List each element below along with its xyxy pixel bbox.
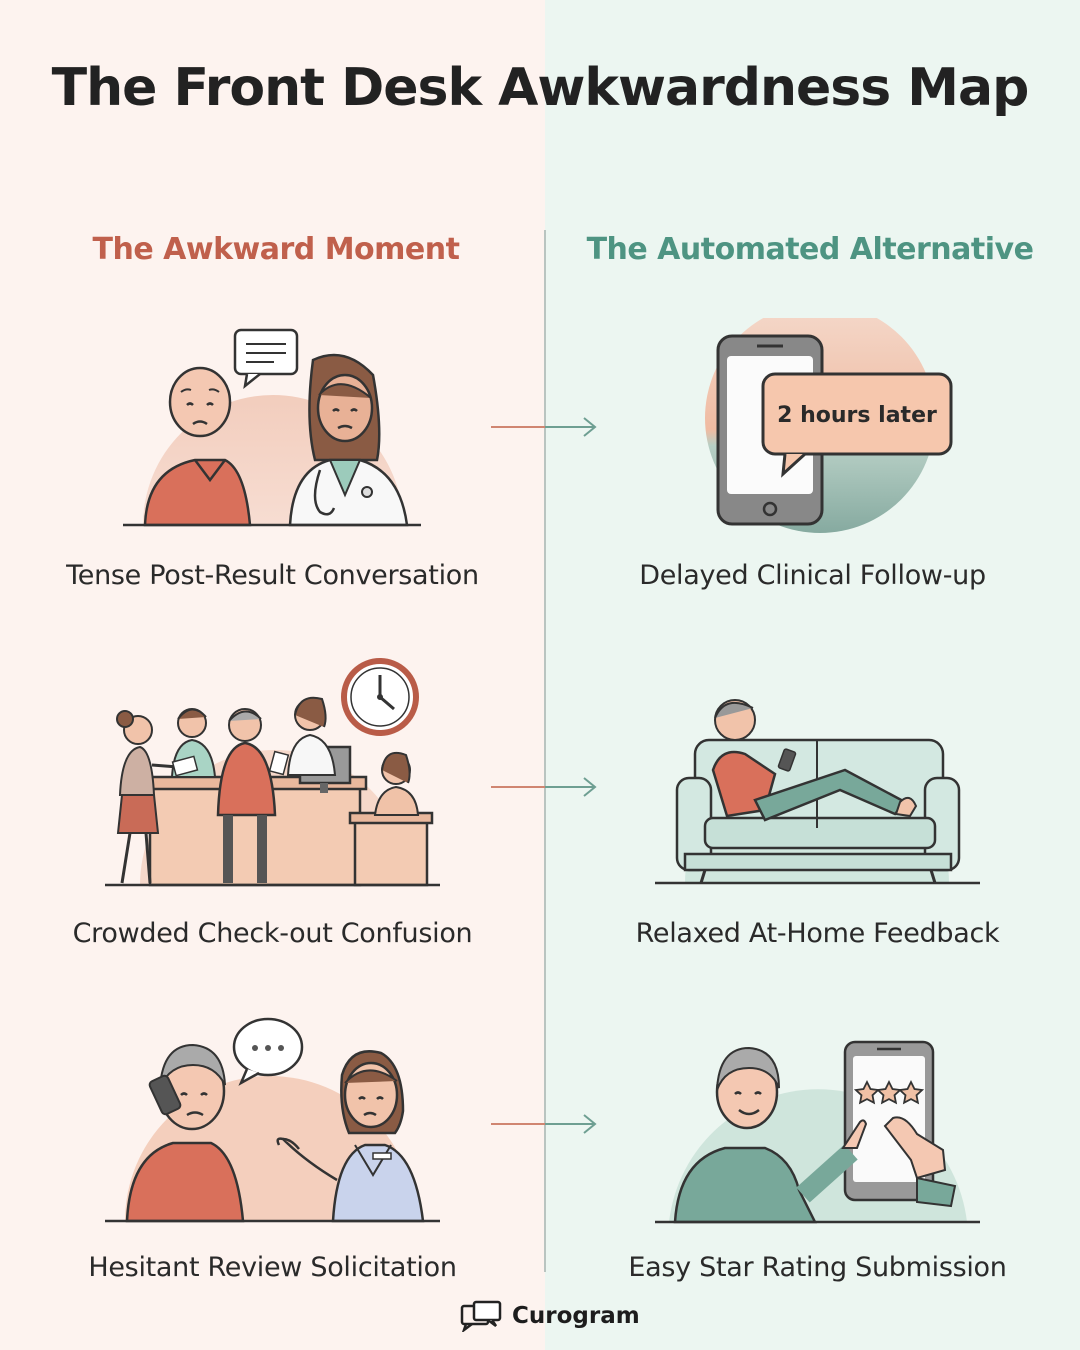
crowded-checkout-illustration bbox=[105, 658, 440, 887]
chat-bubbles-icon bbox=[460, 1300, 502, 1332]
speech-bubble-icon bbox=[232, 1017, 304, 1086]
right-column-heading: The Automated Alternative bbox=[586, 232, 1034, 267]
row1-left-caption: Tense Post-Result Conversation bbox=[66, 560, 479, 591]
arrow-right-icon bbox=[491, 777, 597, 797]
left-column-heading: The Awkward Moment bbox=[92, 232, 460, 267]
star-rating-illustration bbox=[655, 1040, 980, 1224]
speech-bubble-icon bbox=[233, 328, 299, 390]
hesitant-review-illustration bbox=[105, 1017, 440, 1223]
row3-right-caption: Easy Star Rating Submission bbox=[628, 1252, 1007, 1283]
brand-logo: Curogram bbox=[460, 1298, 640, 1334]
clock-icon bbox=[341, 658, 419, 736]
at-home-feedback-illustration bbox=[655, 699, 980, 885]
bubble-text: 2 hours later bbox=[777, 403, 937, 428]
page-title: The Front Desk Awkwardness Map bbox=[51, 58, 1030, 118]
row2-left-caption: Crowded Check-out Confusion bbox=[72, 918, 473, 949]
row3-left-caption: Hesitant Review Solicitation bbox=[88, 1252, 457, 1283]
notification-bubble bbox=[761, 372, 953, 478]
row2-right-caption: Relaxed At-Home Feedback bbox=[635, 918, 1000, 949]
delayed-followup-illustration: 2 hours later bbox=[705, 318, 953, 533]
star-icon bbox=[853, 1079, 925, 1105]
tense-conversation-illustration bbox=[123, 328, 421, 527]
row1-right-caption: Delayed Clinical Follow-up bbox=[639, 560, 986, 591]
arrow-right-icon bbox=[491, 1114, 597, 1134]
center-divider bbox=[544, 230, 546, 1272]
brand-name: Curogram bbox=[512, 1303, 640, 1329]
arrow-right-icon bbox=[491, 417, 597, 437]
